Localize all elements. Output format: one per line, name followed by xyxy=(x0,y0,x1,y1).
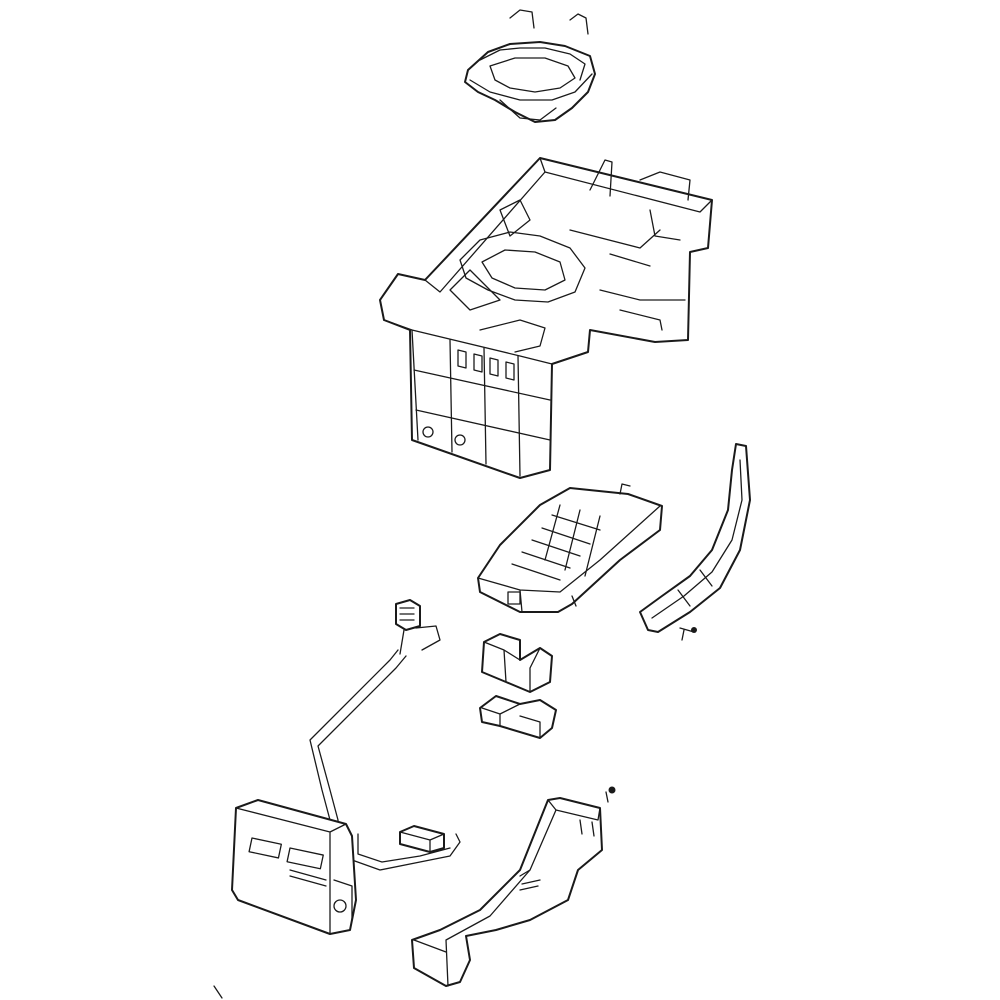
mounting-bracket xyxy=(411,797,603,987)
ice-tray xyxy=(477,483,663,613)
ejector-arm xyxy=(639,443,751,633)
ice-maker-housing xyxy=(379,157,713,479)
screw xyxy=(679,627,697,641)
control-module xyxy=(213,799,357,999)
cover-bracket xyxy=(481,633,553,693)
fill-cup xyxy=(464,9,596,123)
heater-connector xyxy=(399,825,445,853)
small-bracket xyxy=(479,695,557,739)
screw xyxy=(605,786,616,803)
